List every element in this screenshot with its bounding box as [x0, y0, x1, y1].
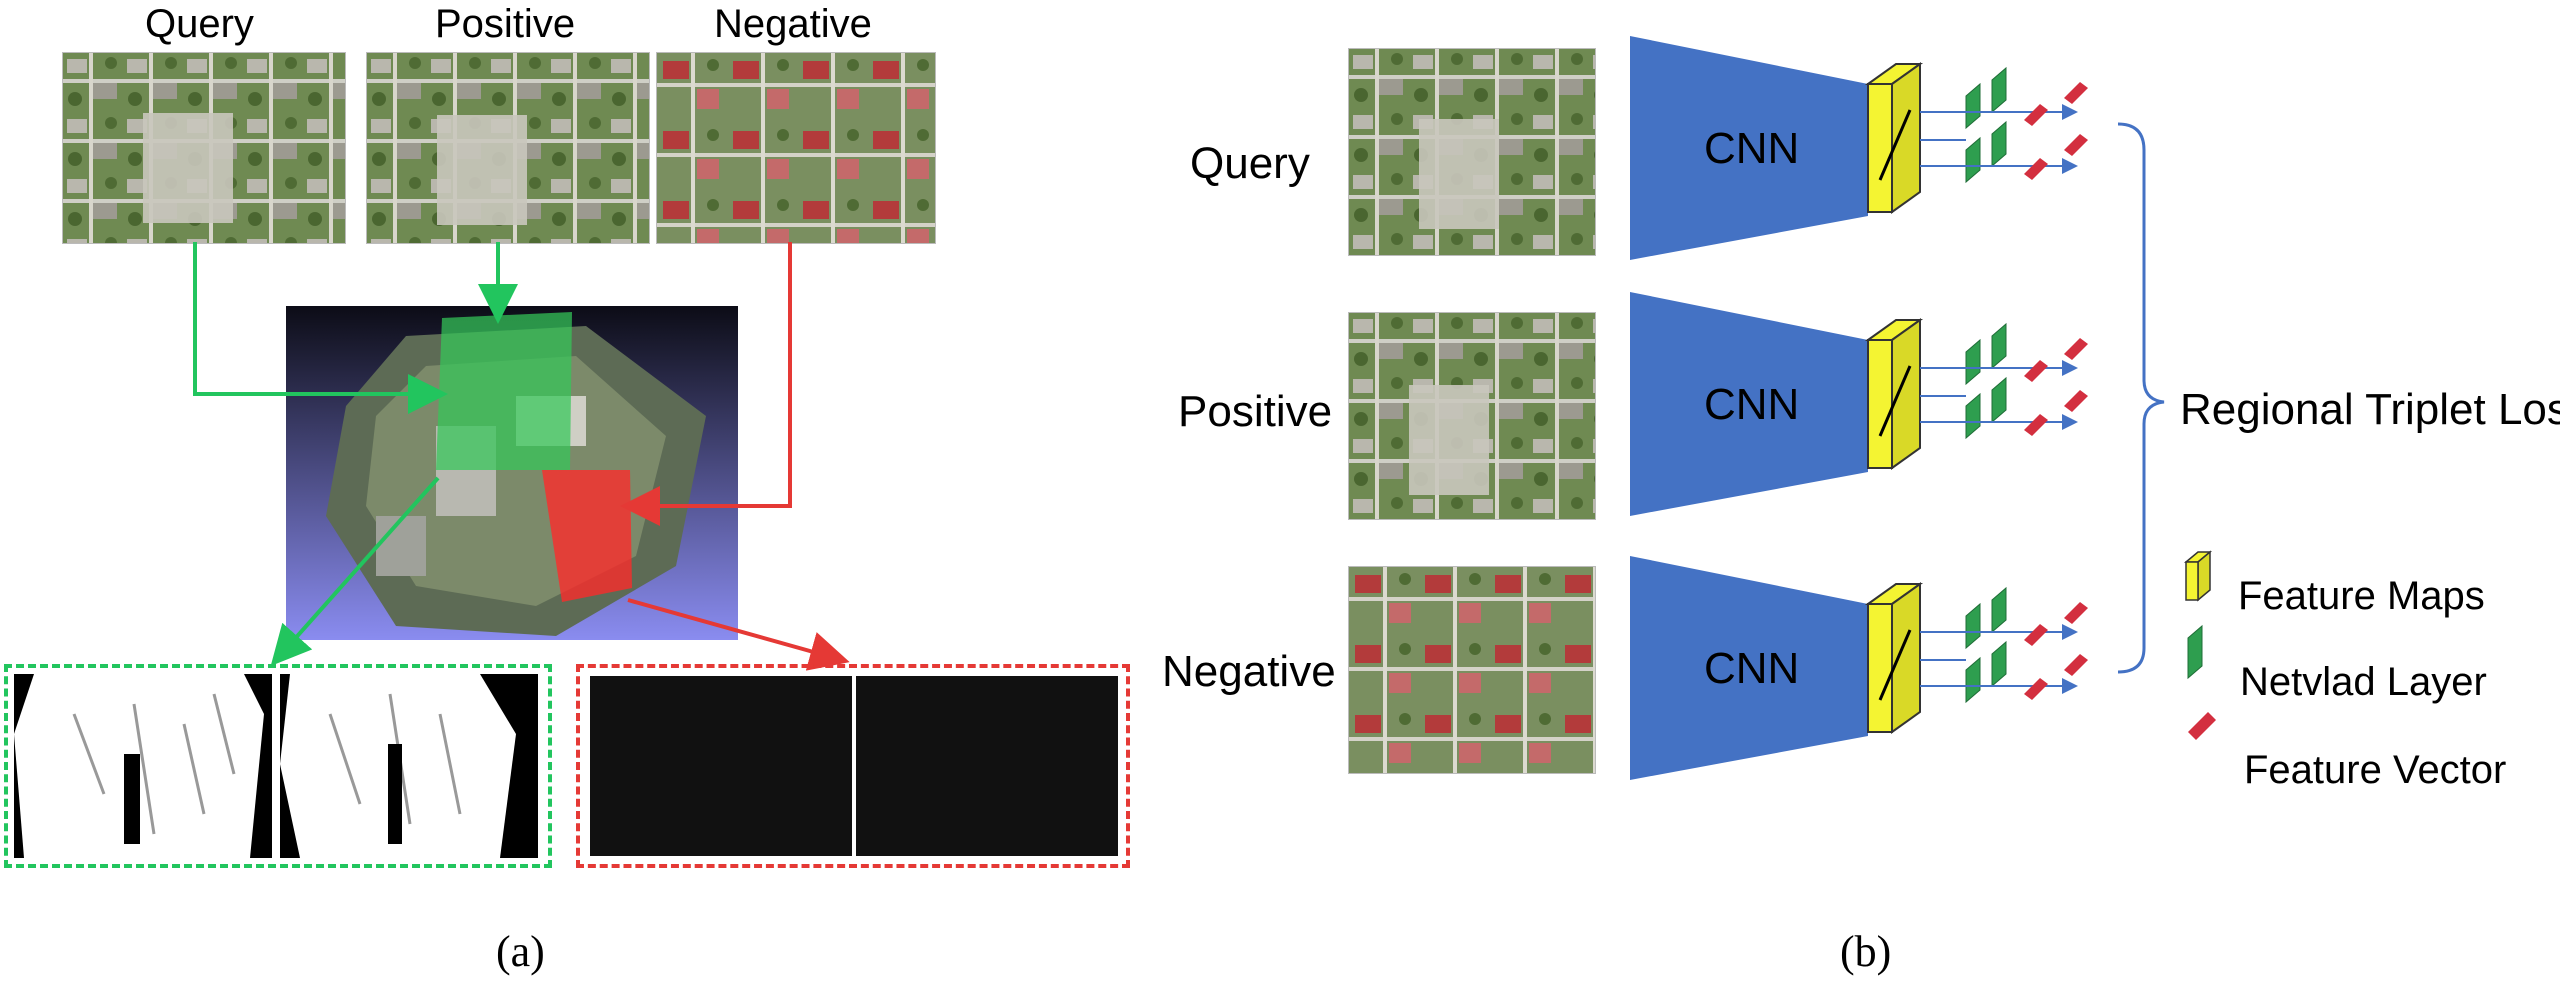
positive-label: Positive — [435, 2, 576, 46]
negative-label: Negative — [714, 2, 872, 46]
row-label-negative: Negative — [1162, 647, 1336, 696]
pipeline-row-negative — [1630, 556, 2088, 780]
triplet-loss-bracket — [2117, 122, 2165, 674]
feature-map-negative — [1864, 582, 1924, 734]
feature-vectors-positive — [2024, 338, 2088, 436]
row-label-query: Query — [1190, 139, 1310, 188]
pipeline-diagram — [1630, 36, 2216, 780]
loss-label: Regional Triplet Loss — [2180, 385, 2560, 434]
legend-netvlad-layer-label: Netvlad Layer — [2240, 660, 2487, 704]
positive-depth-maps-box — [4, 664, 552, 868]
pipeline-row-query — [1630, 36, 2088, 260]
query-label: Query — [145, 2, 254, 46]
positive-depth-map-1 — [14, 674, 272, 858]
negative-depth-maps-box — [576, 664, 1130, 868]
flow-arrows-negative — [1920, 624, 2078, 694]
negative-region-highlight — [542, 470, 632, 602]
positive-depth-map-2 — [280, 674, 538, 858]
cnn-label-positive: CNN — [1704, 380, 1800, 429]
legend-feature-vector-label: Feature Vector — [2244, 748, 2507, 792]
netvlad-layers-query — [1965, 66, 2007, 184]
flow-arrows-query — [1920, 104, 2078, 174]
cnn-encoder-negative — [1630, 556, 1868, 780]
row-label-positive: Positive — [1178, 387, 1333, 436]
panel-a-connectors — [193, 242, 850, 671]
row-image-query — [1348, 48, 1596, 256]
3d-reconstruction-view — [286, 306, 738, 640]
caption-b: (b) — [1840, 927, 1892, 976]
cnn-label-query: CNN — [1704, 124, 1800, 173]
legend-netvlad-layer-icon — [2187, 624, 2203, 680]
caption-a: (a) — [496, 927, 545, 976]
cnn-label-negative: CNN — [1704, 644, 1800, 693]
pipeline-row-positive — [1630, 292, 2088, 516]
feature-map-query — [1864, 62, 1924, 214]
netvlad-layers-negative — [1965, 586, 2007, 704]
flow-arrows-positive — [1920, 360, 2078, 430]
cnn-encoder-positive — [1630, 292, 1868, 516]
negative-depth-map-2 — [856, 676, 1118, 856]
legend-feature-maps-icon — [2183, 550, 2213, 602]
negative-depth-map-1 — [590, 676, 852, 856]
cnn-encoder-query — [1630, 36, 1868, 260]
positive-region-highlight — [436, 312, 572, 470]
positive-aerial-image — [366, 52, 650, 244]
legend-feature-vector-icon — [2188, 712, 2216, 740]
negative-aerial-image — [656, 52, 936, 244]
row-image-positive — [1348, 312, 1596, 520]
row-image-negative — [1348, 566, 1596, 774]
feature-map-positive — [1864, 318, 1924, 470]
query-aerial-image — [62, 52, 346, 244]
legend-feature-maps-label: Feature Maps — [2238, 574, 2485, 618]
netvlad-layers-positive — [1965, 322, 2007, 440]
feature-vectors-negative — [2024, 602, 2088, 700]
feature-vectors-query — [2024, 82, 2088, 180]
